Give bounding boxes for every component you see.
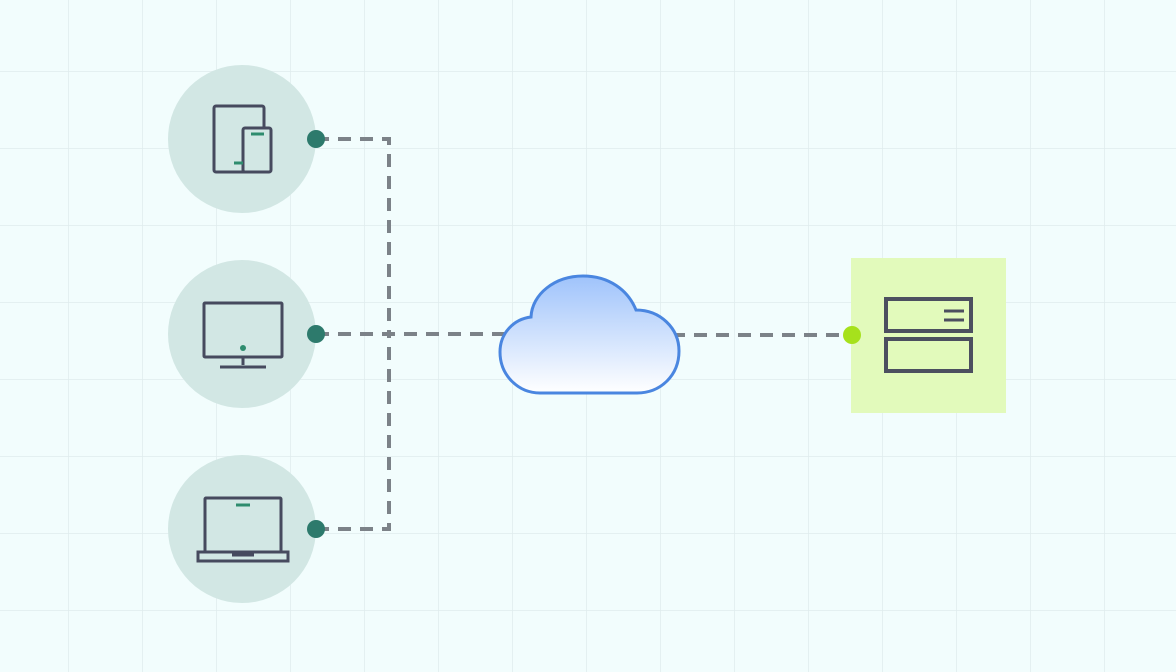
tablet-phone-icon: [212, 104, 273, 174]
node-server: [843, 258, 1006, 413]
device-port: [307, 325, 325, 343]
device-port: [307, 520, 325, 538]
node-desktop: [168, 260, 325, 408]
device-port: [307, 130, 325, 148]
connector-lines: [316, 137, 851, 531]
monitor-icon: [202, 301, 284, 369]
device-bubble: [168, 455, 316, 603]
server-icon: [884, 297, 973, 373]
connector-mobile-devices: [316, 137, 391, 334]
server-port: [843, 326, 861, 344]
laptop-icon: [196, 496, 290, 563]
cloud-icon: [498, 274, 681, 395]
node-laptop: [168, 455, 325, 603]
node-cloud: [498, 274, 681, 395]
node-mobile-devices: [168, 65, 325, 213]
server-tile: [851, 258, 1006, 413]
connector-laptop: [316, 334, 391, 531]
device-bubble: [168, 260, 316, 408]
